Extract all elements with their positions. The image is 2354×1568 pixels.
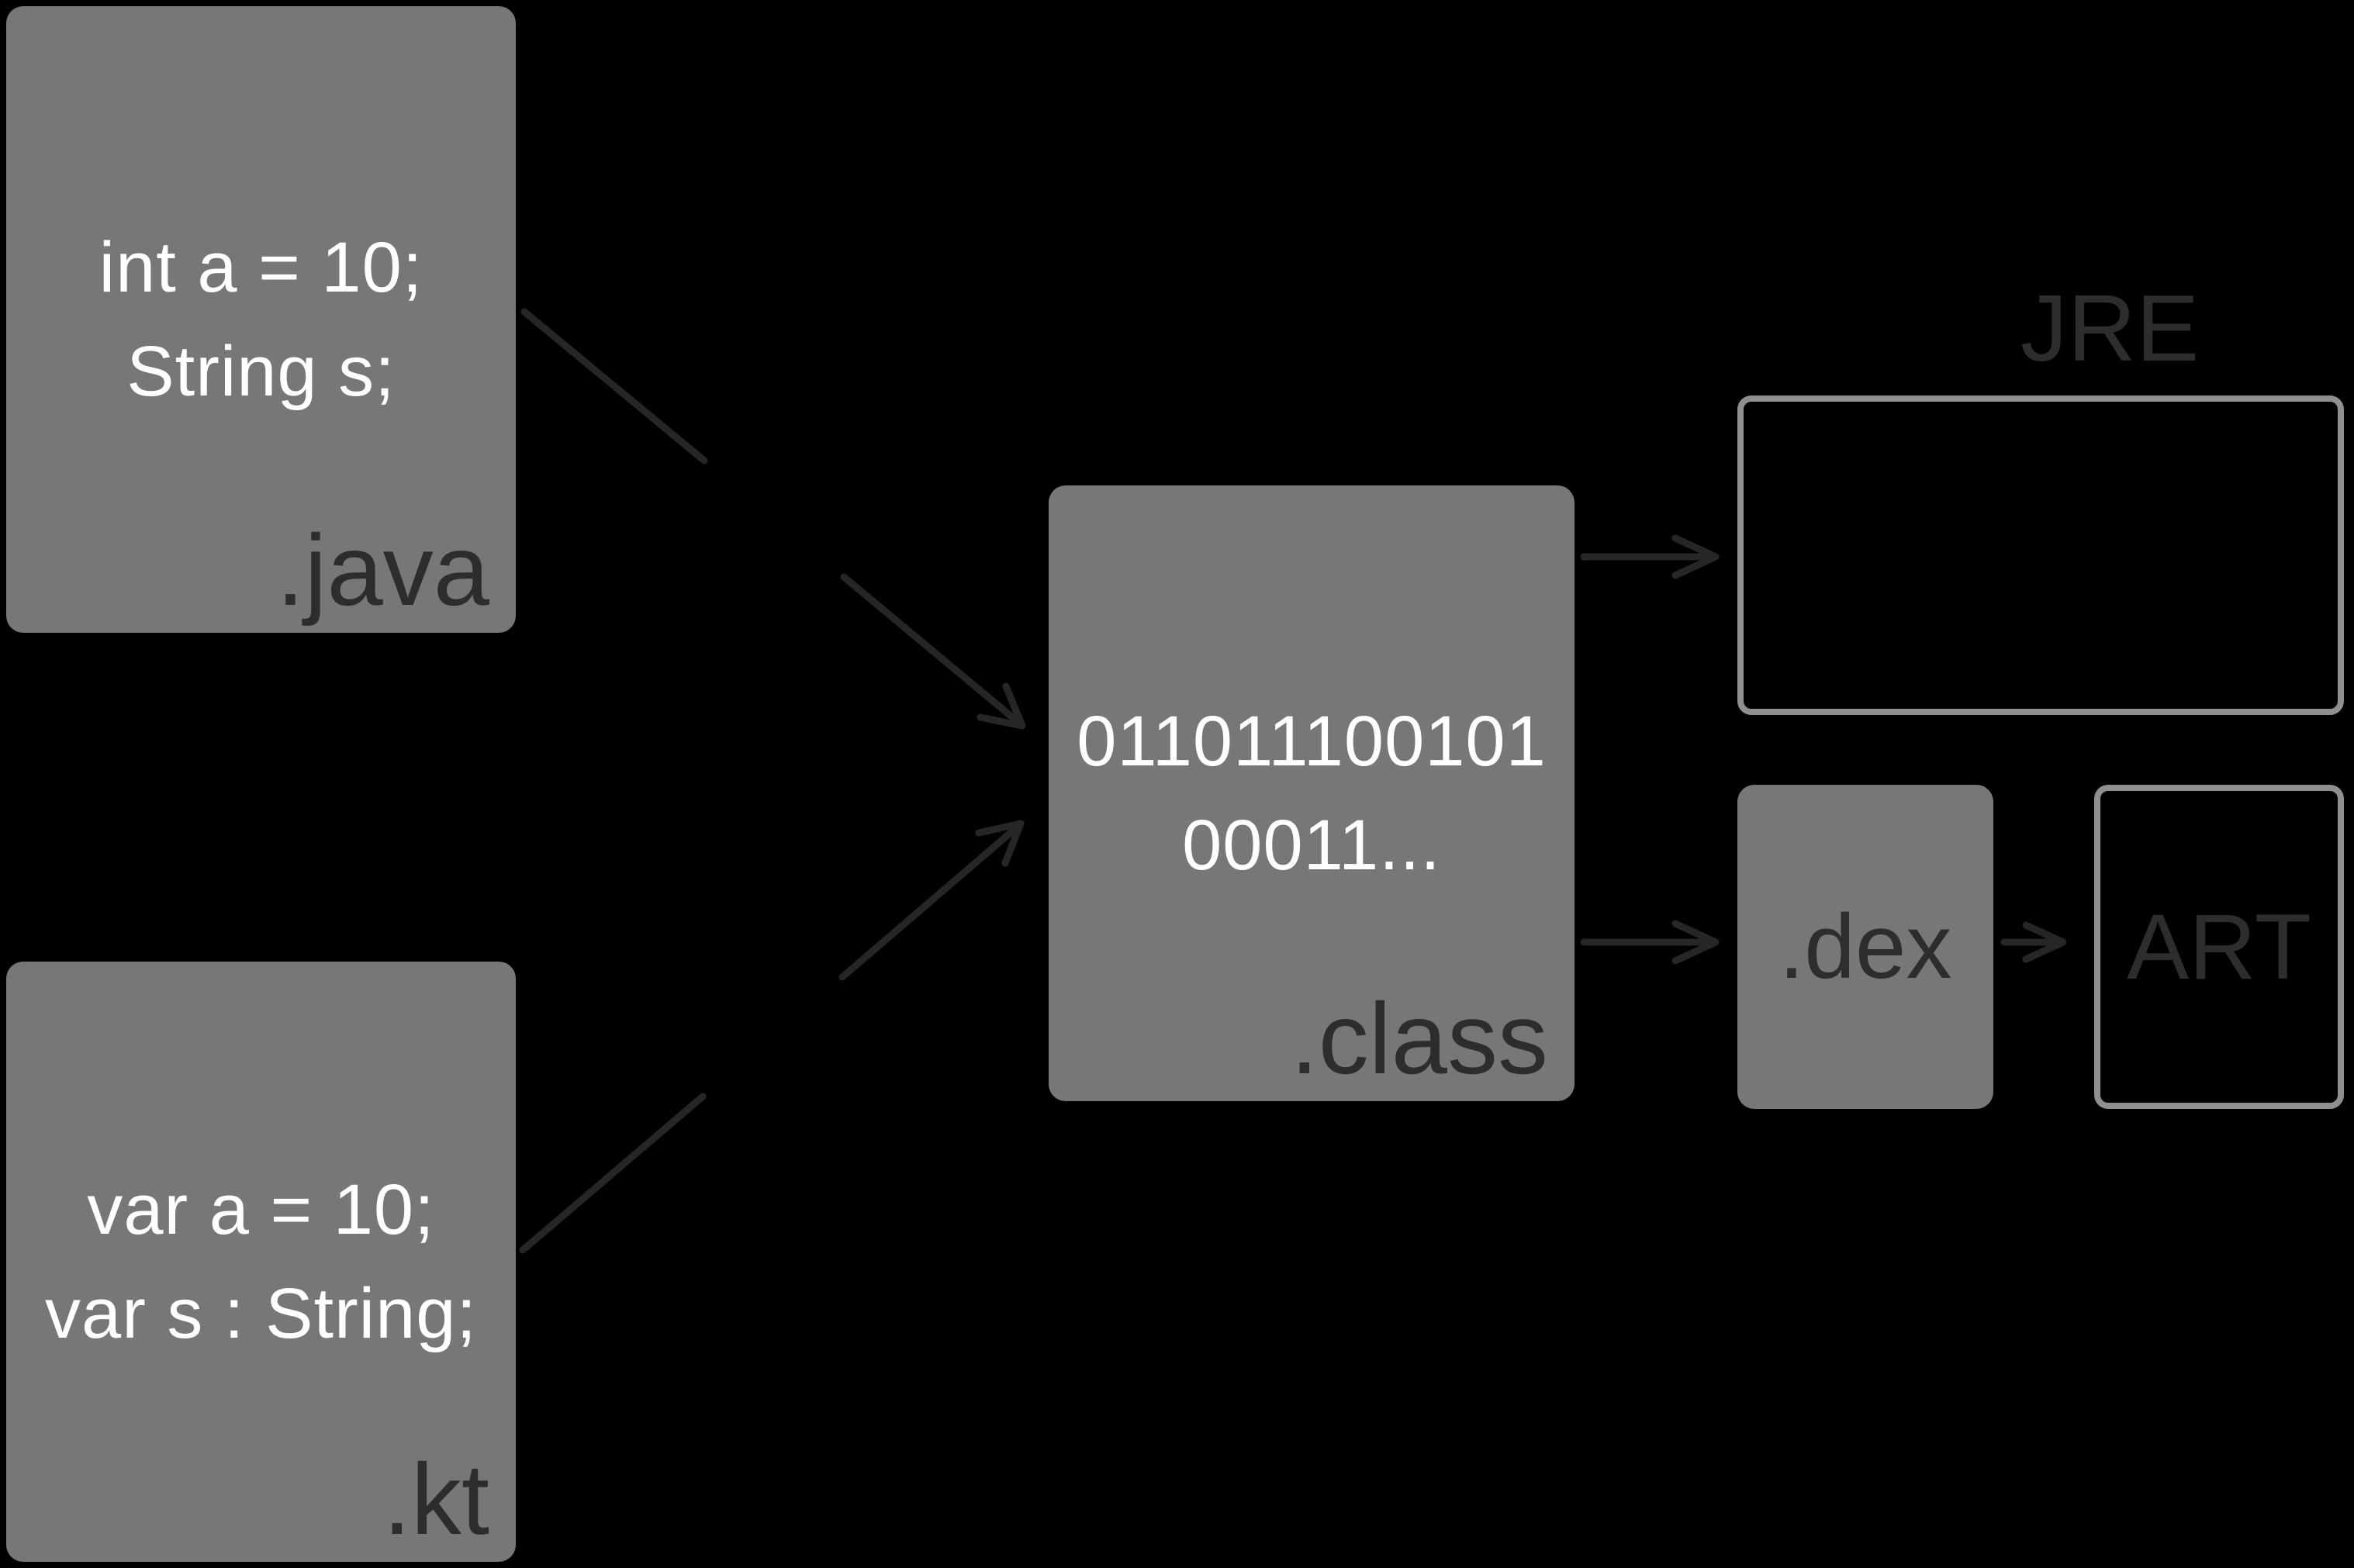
- node-java-file: int a = 10; String s; .java: [6, 6, 516, 633]
- java-extension-label: .java: [276, 513, 489, 627]
- arrowhead-icon: [975, 820, 1025, 867]
- kotlin-extension-label: .kt: [382, 1442, 489, 1556]
- arrow-kt-to-class: [519, 820, 1025, 1254]
- class-extension-label: .class: [1290, 982, 1548, 1095]
- java-code-line-2: String s;: [126, 332, 396, 411]
- bytecode-line-1: 011011100101: [1077, 702, 1547, 781]
- jre-title: JRE: [2020, 275, 2200, 381]
- dex-extension-label: .dex: [1778, 896, 1952, 998]
- kotlin-code-line-1: var a = 10;: [87, 1170, 435, 1249]
- arrow-dex-to-art: [2000, 921, 2067, 963]
- bytecode-line-2: 00011...: [1182, 806, 1441, 885]
- java-code-line-1: int a = 10;: [99, 228, 423, 307]
- java-code-block: int a = 10; String s;: [99, 216, 423, 423]
- kotlin-code-block: var a = 10; var s : String;: [45, 1158, 477, 1366]
- bytecode-block: 011011100101 00011...: [1077, 689, 1547, 897]
- node-kotlin-file: var a = 10; var s : String; .kt: [6, 962, 516, 1562]
- arrow-class-to-jre: [1580, 534, 1720, 579]
- node-art-runtime: ART: [2094, 785, 2344, 1109]
- node-dex-file: .dex: [1737, 785, 1993, 1109]
- arrow-java-to-class: [520, 308, 1026, 730]
- node-class-file: 011011100101 00011... .class: [1049, 485, 1575, 1101]
- arrowhead-icon: [2022, 921, 2067, 963]
- arrowhead-icon: [1671, 920, 1720, 965]
- node-jre-runtime: [1737, 395, 2344, 715]
- arrowhead-icon: [977, 682, 1026, 730]
- art-title: ART: [2127, 895, 2311, 999]
- arrow-class-to-dex: [1580, 920, 1720, 965]
- kotlin-code-line-2: var s : String;: [45, 1274, 477, 1353]
- arrowhead-icon: [1671, 534, 1720, 579]
